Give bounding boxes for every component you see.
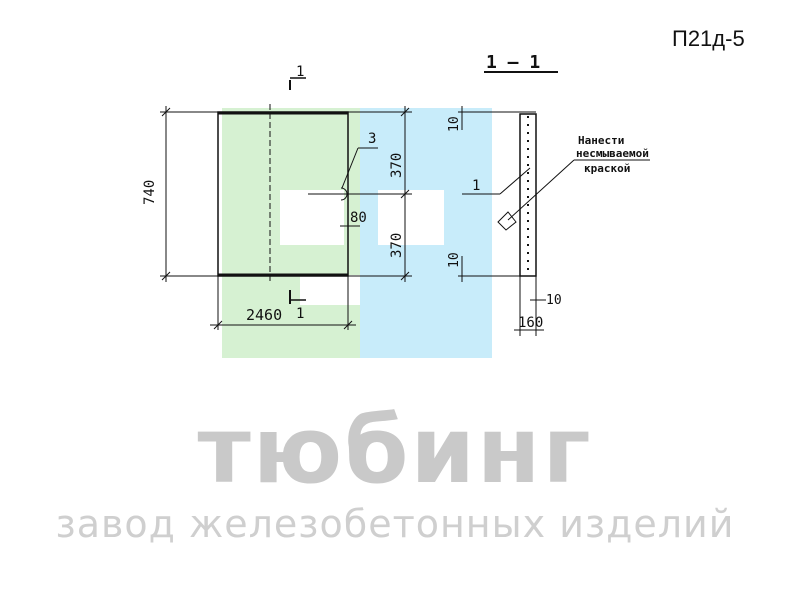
logo-cutout-left: [280, 190, 344, 245]
section-mark-label-bottom: 1: [296, 306, 304, 322]
logo-cutout-right: [378, 190, 444, 245]
marking-symbol: [497, 211, 517, 231]
section-view: [458, 71, 650, 336]
dim-10-side: 10: [546, 293, 562, 308]
dim-740: 740: [142, 180, 158, 205]
note-leader: [507, 159, 575, 221]
watermark-logo: [222, 108, 492, 358]
note-line-2: несмываемой: [576, 147, 649, 160]
dim-10-bottom: 10: [447, 252, 462, 268]
item3-leader: [341, 147, 359, 189]
dim-370-lower: 370: [389, 233, 405, 258]
callout-item-3: 3: [368, 131, 376, 147]
logo-cutout-bottom: [300, 275, 360, 305]
dim-160: 160: [518, 315, 543, 331]
watermark-brand: тюбинг: [197, 397, 593, 504]
item1-leader: [499, 167, 531, 195]
callout-item-1: 1: [472, 178, 480, 194]
mark-circle: [340, 187, 348, 201]
section-title: 1 — 1: [486, 52, 540, 73]
dim-10-top: 10: [447, 116, 462, 132]
watermark-tagline: завод железобетонных изделий: [55, 502, 735, 546]
drawing-code: П21д-5: [672, 26, 745, 51]
note-line-1: Нанести: [578, 134, 624, 147]
note-line-3: краской: [584, 162, 630, 175]
dim-2460: 2460: [246, 306, 282, 324]
dim-80: 80: [350, 210, 367, 226]
section-mark-label-top: 1: [296, 64, 304, 80]
front-view: [160, 77, 412, 330]
section-body: [519, 113, 537, 277]
dim-370-upper: 370: [389, 153, 405, 178]
